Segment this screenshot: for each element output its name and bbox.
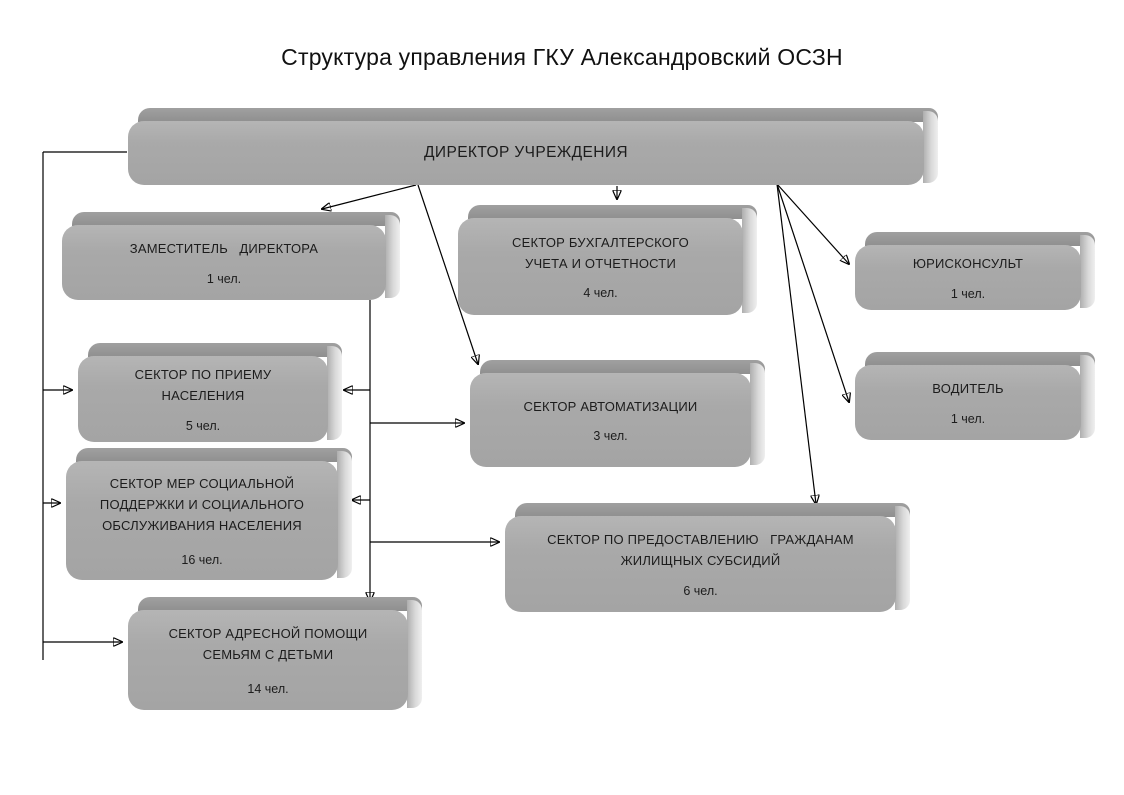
- org-node-deputy-director: ЗАМЕСТИТЕЛЬ ДИРЕКТОРА 1 чел.: [62, 212, 400, 300]
- org-node-social-support-sector: СЕКТОР МЕР СОЦИАЛЬНОЙ ПОДДЕРЖКИ И СОЦИАЛ…: [66, 448, 352, 580]
- node-count: 4 чел.: [583, 286, 618, 301]
- node-top-face: [865, 352, 1095, 366]
- node-right-face: [1080, 235, 1095, 308]
- node-face: ДИРЕКТОР УЧРЕЖДЕНИЯ: [128, 121, 924, 185]
- node-right-face: [923, 111, 938, 183]
- node-right-face: [895, 506, 910, 610]
- org-node-public-reception-sector: СЕКТОР ПО ПРИЕМУ НАСЕЛЕНИЯ 5 чел.: [78, 343, 342, 442]
- node-right-face: [1080, 355, 1095, 438]
- node-right-face: [385, 215, 400, 298]
- node-face: ВОДИТЕЛЬ 1 чел.: [855, 365, 1081, 440]
- node-count: 6 чел.: [683, 583, 718, 598]
- node-top-face: [865, 232, 1095, 246]
- chart-title: Структура управления ГКУ Александровский…: [281, 44, 843, 70]
- org-node-family-aid-sector: СЕКТОР АДРЕСНОЙ ПОМОЩИ СЕМЬЯМ С ДЕТЬМИ 1…: [128, 597, 422, 710]
- node-top-face: [76, 448, 352, 462]
- node-label: СЕКТОР АВТОМАТИЗАЦИИ: [523, 398, 698, 414]
- node-top-face: [88, 343, 342, 357]
- node-label: ЗАМЕСТИТЕЛЬ ДИРЕКТОРА: [129, 241, 319, 257]
- node-label: ДИРЕКТОР УЧРЕЖДЕНИЯ: [424, 143, 628, 161]
- node-right-face: [337, 451, 352, 578]
- node-count: 16 чел.: [181, 552, 223, 567]
- connector-director-to-subsidies: [776, 183, 816, 504]
- node-label: СЕКТОР АДРЕСНОЙ ПОМОЩИ СЕМЬЯМ С ДЕТЬМИ: [168, 626, 372, 662]
- node-label: ВОДИТЕЛЬ: [932, 381, 1004, 397]
- node-count: 1 чел.: [950, 286, 986, 301]
- node-label: ЮРИСКОНСУЛЬТ: [912, 256, 1024, 272]
- node-count: 5 чел.: [185, 418, 221, 433]
- org-node-director: ДИРЕКТОР УЧРЕЖДЕНИЯ: [128, 108, 938, 185]
- node-count: 1 чел.: [206, 271, 242, 286]
- node-face: СЕКТОР ПО ПРЕДОСТАВЛЕНИЮ ГРАЖДАНАМ ЖИЛИЩ…: [505, 516, 896, 612]
- node-face: ЮРИСКОНСУЛЬТ 1 чел.: [855, 245, 1081, 310]
- node-top-face: [138, 108, 938, 122]
- node-top-face: [480, 360, 765, 374]
- node-face: СЕКТОР БУХГАЛТЕРСКОГО УЧЕТА И ОТЧЕТНОСТИ…: [458, 218, 743, 315]
- node-face: СЕКТОР ПО ПРИЕМУ НАСЕЛЕНИЯ 5 чел.: [78, 356, 328, 442]
- connector-director-to-deputy: [322, 184, 417, 209]
- node-label: СЕКТОР ПО ПРИЕМУ НАСЕЛЕНИЯ: [134, 367, 280, 403]
- node-label: СЕКТОР БУХГАЛТЕРСКОГО УЧЕТА И ОТЧЕТНОСТИ: [512, 234, 693, 271]
- node-top-face: [138, 597, 422, 611]
- node-right-face: [407, 600, 422, 708]
- node-face: СЕКТОР АДРЕСНОЙ ПОМОЩИ СЕМЬЯМ С ДЕТЬМИ 1…: [128, 610, 408, 710]
- node-label: СЕКТОР МЕР СОЦИАЛЬНОЙ ПОДДЕРЖКИ И СОЦИАЛ…: [99, 476, 308, 533]
- node-top-face: [515, 503, 910, 517]
- org-node-legal-counsel: ЮРИСКОНСУЛЬТ 1 чел.: [855, 232, 1095, 310]
- node-top-face: [468, 205, 757, 219]
- node-face: СЕКТОР МЕР СОЦИАЛЬНОЙ ПОДДЕРЖКИ И СОЦИАЛ…: [66, 461, 338, 580]
- org-node-housing-subsidies-sector: СЕКТОР ПО ПРЕДОСТАВЛЕНИЮ ГРАЖДАНАМ ЖИЛИЩ…: [505, 503, 910, 612]
- node-right-face: [327, 346, 342, 440]
- connector-director-to-jurist: [776, 183, 849, 264]
- connector-director-to-driver: [776, 183, 849, 402]
- node-face: СЕКТОР АВТОМАТИЗАЦИИ 3 чел.: [470, 373, 751, 467]
- node-top-face: [72, 212, 400, 226]
- node-right-face: [742, 208, 757, 313]
- node-count: 1 чел.: [950, 411, 986, 426]
- node-count: 14 чел.: [247, 681, 289, 696]
- org-node-driver: ВОДИТЕЛЬ 1 чел.: [855, 352, 1095, 440]
- node-face: ЗАМЕСТИТЕЛЬ ДИРЕКТОРА 1 чел.: [62, 225, 386, 300]
- node-label: СЕКТОР ПО ПРЕДОСТАВЛЕНИЮ ГРАЖДАНАМ ЖИЛИЩ…: [547, 532, 858, 568]
- node-count: 3 чел.: [593, 429, 628, 444]
- node-right-face: [750, 363, 765, 465]
- org-node-automation-sector: СЕКТОР АВТОМАТИЗАЦИИ 3 чел.: [470, 360, 765, 467]
- org-node-accounting-sector: СЕКТОР БУХГАЛТЕРСКОГО УЧЕТА И ОТЧЕТНОСТИ…: [458, 205, 757, 315]
